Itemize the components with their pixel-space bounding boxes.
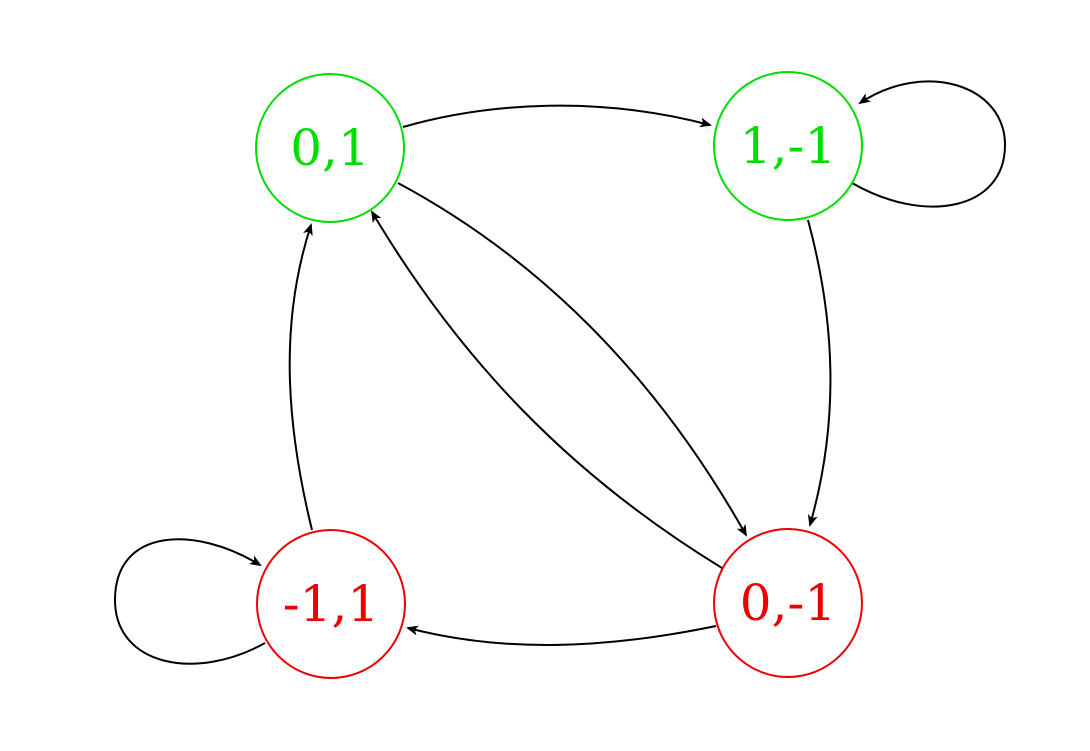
- edge-0-1-to-0-neg1: [397, 182, 747, 537]
- edge-neg1-1-to-0-1: [288, 223, 313, 531]
- edge-0-neg1-to-neg1-1: [406, 625, 717, 646]
- node-0-neg1-label: 0,-1: [740, 574, 836, 632]
- node-1-neg1-label: 1,-1: [740, 117, 836, 175]
- node-0-1-label: 0,1: [290, 119, 370, 177]
- node-0-neg1: 0,-1: [713, 528, 863, 678]
- node-neg1-1-circle: [256, 529, 406, 679]
- edge-0-1-to-1-neg1: [402, 104, 712, 128]
- node-neg1-1-label: -1,1: [283, 575, 379, 633]
- node-1-neg1-circle: [713, 71, 863, 221]
- edges: [113, 80, 1007, 665]
- node-neg1-1: -1,1: [256, 529, 406, 679]
- self-loop-neg1-1: [113, 538, 266, 665]
- node-0-neg1-circle: [713, 528, 863, 678]
- edge-0-neg1-to-0-1: [370, 210, 723, 569]
- node-0-1-circle: [255, 73, 405, 223]
- node-0-1: 0,1: [255, 73, 405, 223]
- self-loop-1-neg1: [851, 80, 1007, 208]
- edge-1-neg1-to-0-neg1: [807, 219, 832, 527]
- node-1-neg1: 1,-1: [713, 71, 863, 221]
